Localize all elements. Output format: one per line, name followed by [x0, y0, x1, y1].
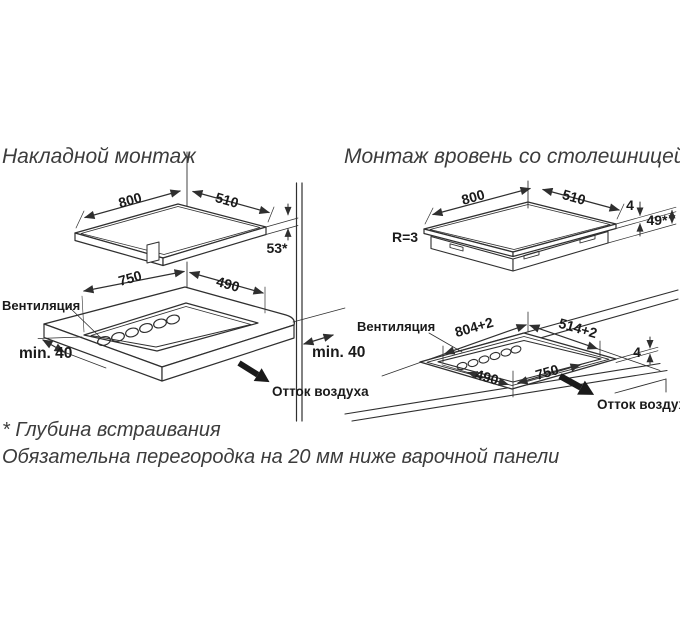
dim-lines-hob-left [75, 189, 275, 229]
hob-top-view-left [74, 203, 267, 267]
junction-box [146, 241, 160, 264]
ventilation-leader-right [428, 332, 463, 353]
dim-lines-recess-right [381, 311, 661, 377]
outflow-label-left: Отток воздуха [272, 384, 369, 399]
body-vent-slots [449, 234, 596, 260]
footnote-partition: Обязательна перегородка на 20 мм ниже ва… [2, 446, 560, 468]
diagram-title-right: Монтаж вровень со столешницей [344, 145, 680, 168]
hob-top-view-right [423, 201, 617, 272]
corner-radius-label: R=3 [392, 229, 419, 245]
airflow-arrow-icon [558, 373, 595, 395]
min40-back-label: min. 40 [312, 344, 366, 361]
dim-4-49-right [607, 201, 677, 244]
dim-step-right [615, 336, 659, 365]
dim-label-49: 49* [646, 212, 668, 228]
airflow-arrow-icon [237, 360, 270, 383]
worktop-recess-view-right [419, 332, 617, 390]
worktop-cutout-view-left [43, 286, 295, 382]
dim-min40-back-left [292, 307, 346, 346]
dim-label-4-rim: 4 [626, 197, 634, 213]
ventilation-label-left: Вентиляция [2, 298, 81, 313]
dim-lines-cutout-left [81, 269, 266, 333]
footnote-embedding-depth: * Глубина встраивания [2, 419, 221, 441]
dim-label-53: 53* [266, 240, 288, 256]
ventilation-label-right: Вентиляция [357, 319, 436, 334]
dim-lines-hob-right [424, 180, 625, 225]
wall-lines-left [295, 182, 303, 422]
ventilation-leader-left [67, 305, 101, 338]
dim-min40-front-left [37, 336, 107, 369]
min40-front-label: min. 40 [19, 345, 73, 362]
dim-label-4-step: 4 [633, 344, 641, 360]
diagram-title-left: Накладной монтаж [2, 145, 196, 168]
dim-lines-cutout-right [441, 358, 601, 398]
dim-53-left [265, 203, 299, 241]
outflow-label-right: Отток воздуха [597, 397, 680, 412]
worktop-corner-bracket-right [614, 378, 667, 394]
vent-holes-left [97, 314, 180, 347]
